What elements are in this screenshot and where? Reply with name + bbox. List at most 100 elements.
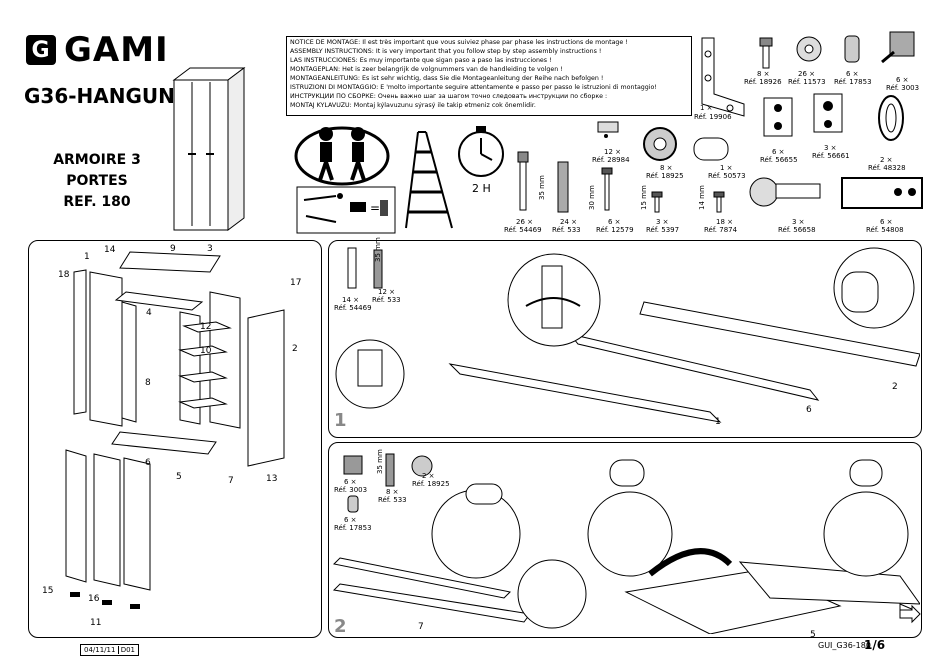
step1-ref-2: Réf. 533 bbox=[372, 296, 401, 304]
hw-533-qty: 24 × bbox=[560, 218, 577, 226]
part-1: 1 bbox=[84, 252, 90, 262]
hw-50573-qty: 1 × bbox=[720, 164, 733, 172]
ladder-icon bbox=[405, 131, 453, 229]
step2-qty-1: 6 × bbox=[344, 478, 357, 486]
product-line-2: REF. 180 bbox=[63, 194, 131, 210]
step1-qty-2: 12 × bbox=[378, 288, 395, 296]
dim-15mm: 15 mm bbox=[640, 185, 648, 210]
hw-48328-ref: Réf. 48328 bbox=[868, 164, 906, 172]
hw-56661-qty: 3 × bbox=[824, 144, 837, 152]
notice-es: LAS INSTRUCCIONES: Es muy importante que… bbox=[290, 57, 552, 64]
hw-3003-qty: 6 × bbox=[896, 76, 909, 84]
hw-19906-ref: Réf. 19906 bbox=[694, 113, 732, 121]
hw-18925-qty: 8 × bbox=[660, 164, 673, 172]
hw-3003-ref: Réf. 3003 bbox=[886, 84, 920, 92]
next-arrow-icon bbox=[899, 604, 921, 624]
handle-icon bbox=[693, 137, 729, 161]
part-9: 9 bbox=[170, 244, 176, 254]
hw-19906-qty: 1 × bbox=[700, 104, 713, 112]
brand-name: GAMI bbox=[64, 30, 169, 70]
exploded-view-drawing bbox=[65, 251, 285, 609]
part-3: 3 bbox=[207, 244, 213, 254]
connector-icon bbox=[881, 31, 915, 64]
hw-5397-qty: 3 × bbox=[656, 218, 669, 226]
hw-11573-ref: Réf. 11573 bbox=[788, 78, 826, 86]
product-title: ARMOIRE 3 PORTES REF. 180 bbox=[22, 150, 172, 213]
revision: D01 bbox=[117, 646, 135, 654]
part-14: 14 bbox=[104, 245, 116, 255]
step1-label-6: 6 bbox=[806, 405, 812, 415]
hw-533-ref: Réf. 533 bbox=[552, 226, 581, 234]
page-number: 1/6 bbox=[864, 638, 886, 652]
rail-holder-icon bbox=[878, 95, 904, 141]
step2-label-7: 7 bbox=[418, 622, 424, 632]
step-2-drawing bbox=[332, 459, 920, 634]
hw-50573-ref: Réf. 50573 bbox=[708, 172, 746, 180]
step1-label-1: 1 bbox=[715, 417, 721, 427]
hw-56658-ref: Réf. 56658 bbox=[778, 226, 816, 234]
screw-30mm-icon bbox=[601, 167, 613, 211]
part-6: 6 bbox=[145, 458, 151, 468]
hw-56661-ref: Réf. 56661 bbox=[812, 152, 850, 160]
hw-54808-ref: Réf. 54808 bbox=[866, 226, 904, 234]
tools-icon: = bbox=[296, 186, 396, 234]
step1-ref-1: Réf. 54469 bbox=[334, 304, 372, 312]
step-2-number: 2 bbox=[334, 616, 347, 637]
hinge-plate-icon bbox=[763, 97, 793, 137]
two-people-icon bbox=[294, 126, 390, 186]
brand-logo: G GAMI bbox=[26, 30, 169, 70]
hw-12579-qty: 6 × bbox=[608, 218, 621, 226]
hw-12579-ref: Réf. 12579 bbox=[596, 226, 634, 234]
hw-17853-qty: 6 × bbox=[846, 70, 859, 78]
hw-54808-qty: 6 × bbox=[880, 218, 893, 226]
step1-label-2: 2 bbox=[892, 382, 898, 392]
svg-text:=: = bbox=[370, 201, 380, 215]
step2-qty-4: 6 × bbox=[344, 516, 357, 524]
step-1-drawing bbox=[335, 247, 920, 423]
notice-ru: ИНСТРУКЦИИ ПО СБОРКЕ: Очень важно шаг за… bbox=[290, 93, 608, 100]
part-18: 18 bbox=[58, 270, 70, 280]
hw-54469-qty: 26 × bbox=[516, 218, 533, 226]
part-8: 8 bbox=[145, 378, 151, 388]
hw-54469-ref: Réf. 54469 bbox=[504, 226, 542, 234]
assembly-time: 2 H bbox=[472, 182, 491, 195]
step1-fasteners-icon bbox=[347, 247, 383, 289]
hw-17853-ref: Réf. 17853 bbox=[834, 78, 872, 86]
hw-18925-ref: Réf. 18925 bbox=[646, 172, 684, 180]
bracket-icon bbox=[701, 37, 745, 117]
step-1-number: 1 bbox=[334, 410, 347, 431]
doc-code: GUI_G36-180 bbox=[818, 641, 871, 650]
logo-mark: G bbox=[26, 35, 56, 65]
part-2: 2 bbox=[292, 344, 298, 354]
cam-lock-icon bbox=[796, 36, 822, 62]
step2-label-5: 5 bbox=[810, 630, 816, 640]
step2-ref-1: Réf. 3003 bbox=[334, 486, 368, 494]
exploded-view-panel bbox=[28, 240, 322, 638]
dowel-screw-icon bbox=[517, 151, 529, 211]
hw-7874-qty: 18 × bbox=[716, 218, 733, 226]
hw-28984-ref: Réf. 28984 bbox=[592, 156, 630, 164]
dowel-cap-icon bbox=[844, 35, 860, 63]
hw-18926-qty: 8 × bbox=[757, 70, 770, 78]
part-10: 10 bbox=[200, 346, 212, 356]
cam-housing-icon bbox=[643, 127, 677, 161]
shelf-support-icon bbox=[597, 121, 619, 138]
date: 04/11/11 bbox=[84, 646, 116, 654]
notice-en: ASSEMBLY INSTRUCTIONS: It is very import… bbox=[290, 48, 602, 55]
notice-fr: NOTICE DE MONTAGE: Il est très important… bbox=[290, 39, 628, 46]
screw-15mm-icon bbox=[651, 191, 663, 213]
step-1-panel bbox=[328, 240, 922, 438]
wood-dowel-icon bbox=[557, 161, 569, 213]
hinge-icon bbox=[813, 93, 843, 133]
notice-tr: MONTAJ KYLAVUZU: Montaj kýlavuzunu sýras… bbox=[290, 102, 536, 109]
part-5: 5 bbox=[176, 472, 182, 482]
hw-56658-qty: 3 × bbox=[792, 218, 805, 226]
dim-35mm: 35 mm bbox=[538, 175, 546, 200]
notice-it: ISTRUZIONI DI MONTAGGIO: E 'molto import… bbox=[290, 84, 657, 91]
cam-pin-icon bbox=[759, 37, 773, 69]
cup-hinge-icon bbox=[749, 177, 821, 207]
hw-56655-qty: 6 × bbox=[772, 148, 785, 156]
hw-28984-qty: 12 × bbox=[604, 148, 621, 156]
dowel-cap-small-icon bbox=[347, 495, 359, 513]
step2-qty-3: 2 × bbox=[422, 472, 435, 480]
